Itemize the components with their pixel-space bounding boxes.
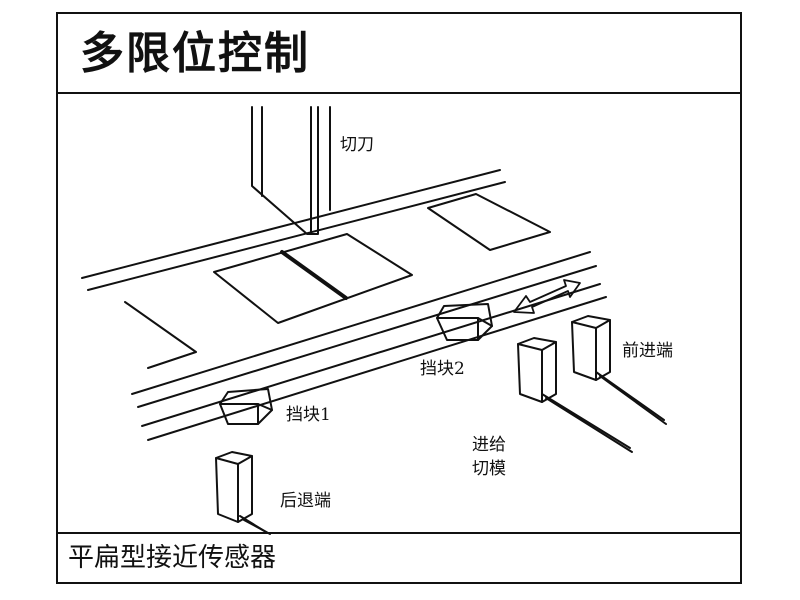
figure-frame: 多限位控制 平扁型接近传感器 [56, 12, 742, 584]
sensor-front-end [571, 315, 667, 425]
stop-block-2 [436, 303, 493, 341]
label-front-end: 前进端 [622, 341, 673, 361]
footer-bar: 平扁型接近传感器 [58, 532, 740, 582]
stop-block-1 [219, 388, 273, 425]
sensor-rear-end [215, 451, 271, 535]
label-feed-line-2: 切模 [472, 459, 506, 479]
title-bar: 多限位控制 [58, 14, 740, 94]
conveyor-belt [81, 169, 607, 441]
sensor-feed-die [517, 337, 633, 453]
figure-caption: 平扁型接近传感器 [68, 543, 277, 573]
cutter-blade [251, 106, 331, 235]
workpiece-sheet [213, 233, 413, 324]
figure-title: 多限位控制 [80, 28, 310, 79]
label-feed-line-1: 进给 [472, 435, 506, 455]
label-stop-1: 挡块1 [286, 405, 331, 425]
label-cutter: 切刀 [340, 135, 374, 155]
feed-direction-arrow [513, 279, 581, 314]
label-rear-end: 后退端 [280, 491, 331, 511]
label-stop-2: 挡块2 [420, 359, 465, 379]
